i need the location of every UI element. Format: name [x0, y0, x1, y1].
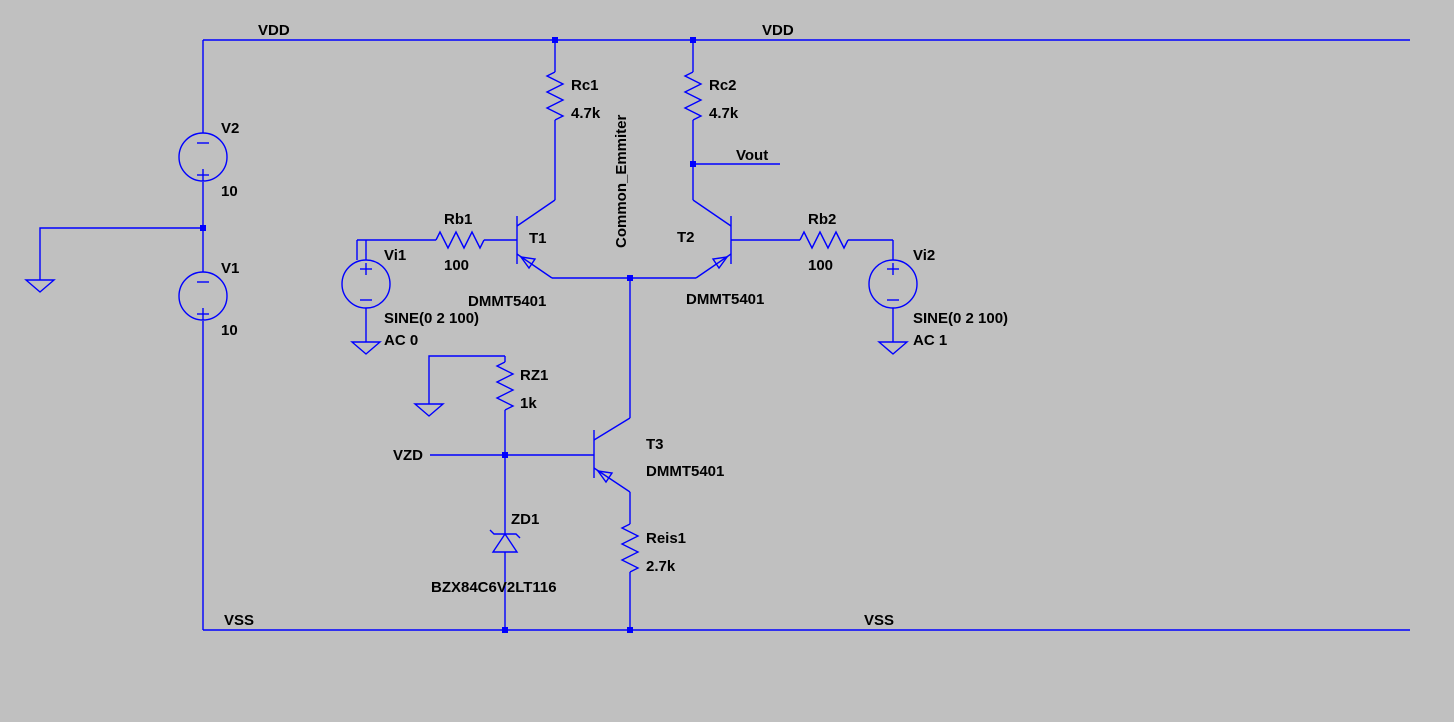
vi2-name-label: Vi2: [913, 247, 935, 264]
resistor-rb1[interactable]: [356, 230, 517, 260]
v1-value-label: 10: [221, 322, 238, 339]
junction-dot: [690, 161, 696, 167]
signal-source-vi2[interactable]: [868, 240, 918, 355]
junction-dot: [200, 225, 206, 231]
supply-wiring: [39, 40, 204, 630]
rz1-value-label: 1k: [520, 395, 537, 412]
rz1-name-label: RZ1: [520, 367, 548, 384]
vi1-ac-label: AC 0: [384, 332, 418, 349]
t1-model-label: DMMT5401: [468, 293, 546, 310]
junction-dot: [627, 275, 633, 281]
t3-name-label: T3: [646, 436, 664, 453]
ground-symbol-supply: [24, 279, 56, 293]
junction-dot: [502, 627, 508, 633]
t2-name-label: T2: [677, 229, 695, 246]
net-label-common-emitter: Common_Emmiter: [613, 114, 630, 248]
t1-name-label: T1: [529, 230, 547, 247]
rb2-name-label: Rb2: [808, 211, 836, 228]
net-label-vout: Vout: [736, 147, 768, 164]
transistor-t3[interactable]: [593, 417, 631, 493]
vi1-name-label: Vi1: [384, 247, 406, 264]
net-label-vdd-left: VDD: [258, 22, 290, 39]
vi1-value-label: SINE(0 2 100): [384, 310, 479, 327]
reis1-value-label: 2.7k: [646, 558, 676, 575]
zd1-model-label: BZX84C6V2LT116: [431, 579, 557, 596]
rc1-value-label: 4.7k: [571, 105, 601, 122]
net-label-vdd-right: VDD: [762, 22, 794, 39]
voltage-source-v2[interactable]: [178, 132, 228, 182]
vi2-value-label: SINE(0 2 100): [913, 310, 1008, 327]
net-label-vss-right: VSS: [864, 612, 894, 629]
net-label-vss-left: VSS: [224, 612, 254, 629]
rb1-value-label: 100: [444, 257, 469, 274]
resistor-reis1[interactable]: [620, 492, 640, 630]
resistor-rc2[interactable]: [683, 40, 703, 200]
voltage-source-v1[interactable]: [178, 271, 228, 321]
rb1-name-label: Rb1: [444, 211, 472, 228]
resistor-rb2[interactable]: [731, 230, 893, 250]
resistor-rz1[interactable]: [495, 356, 515, 455]
reis1-name-label: Reis1: [646, 530, 686, 547]
v1-name-label: V1: [221, 260, 239, 277]
zd1-name-label: ZD1: [511, 511, 539, 528]
rz1-ground-wire: [413, 355, 505, 417]
rb2-value-label: 100: [808, 257, 833, 274]
rc2-value-label: 4.7k: [709, 105, 739, 122]
net-label-vzd: VZD: [393, 447, 423, 464]
t2-model-label: DMMT5401: [686, 291, 764, 308]
resistor-rc1[interactable]: [545, 40, 565, 200]
zener-diode-zd1[interactable]: [489, 455, 521, 630]
rc1-name-label: Rc1: [571, 77, 599, 94]
rc2-name-label: Rc2: [709, 77, 737, 94]
v2-value-label: 10: [221, 183, 238, 200]
t3-model-label: DMMT5401: [646, 463, 724, 480]
vi2-ac-label: AC 1: [913, 332, 947, 349]
signal-source-vi1[interactable]: [341, 240, 391, 355]
junction-dot: [627, 627, 633, 633]
v2-name-label: V2: [221, 120, 239, 137]
